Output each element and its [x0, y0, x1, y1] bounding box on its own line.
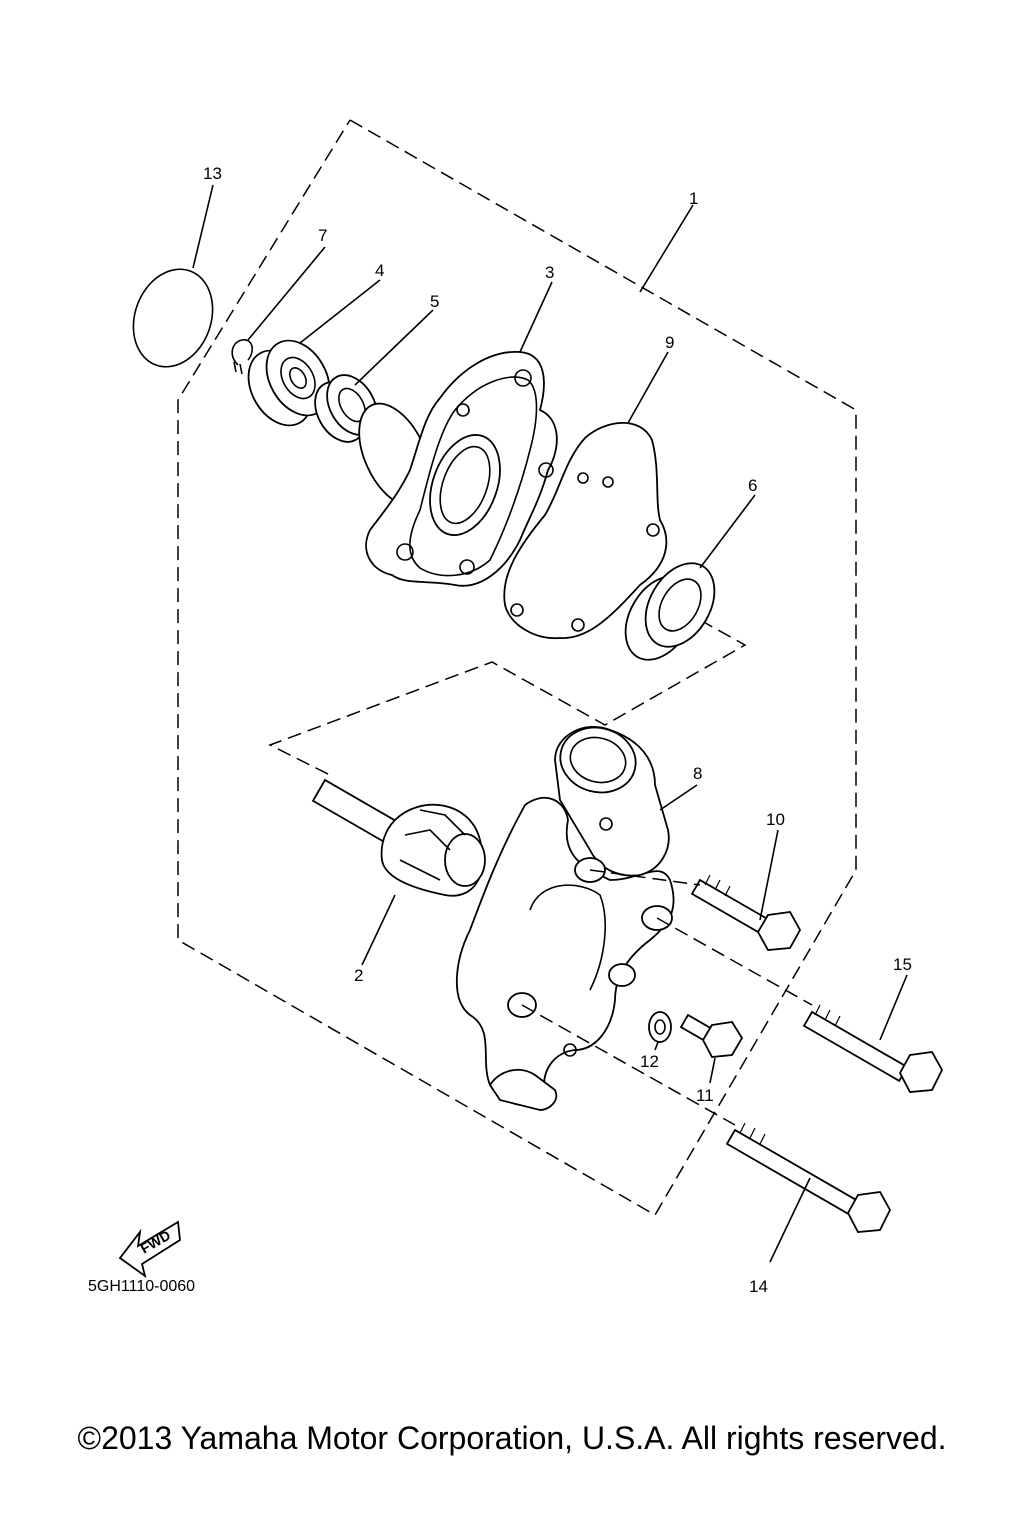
gasket-9: [503, 421, 668, 639]
copyright-notice: ©2013 Yamaha Motor Corporation, U.S.A. A…: [77, 1420, 947, 1456]
callout-2: 2: [354, 966, 364, 985]
o-ring-13: [132, 268, 214, 368]
callout-7: 7: [318, 226, 328, 245]
callout-3: 3: [545, 263, 555, 282]
callout-8: 8: [693, 764, 703, 783]
callout-4: 4: [375, 261, 385, 280]
pump-housing-8: [455, 725, 675, 1111]
guide-15: [656, 917, 813, 1006]
bolt-14: [725, 1122, 892, 1233]
callout-5: 5: [430, 292, 440, 311]
callout-14: 14: [749, 1277, 768, 1296]
callout-12: 12: [640, 1052, 659, 1071]
callout-11: 11: [696, 1086, 714, 1105]
callout-1: 1: [689, 189, 699, 208]
assembly-outline: [177, 119, 857, 1217]
callout-9: 9: [665, 333, 675, 352]
shaft-guide-line: [268, 619, 747, 776]
guide-10: [589, 869, 701, 886]
mechanical-seal-6: [624, 562, 716, 661]
bolt-10: [690, 874, 802, 951]
leader-lines: [192, 184, 908, 1263]
impeller-shaft-2: [311, 778, 486, 897]
callout-6: 6: [748, 476, 758, 495]
bolt-11: [679, 1013, 744, 1058]
bolt-15: [802, 1004, 944, 1093]
circlip-7: [231, 339, 254, 366]
callout-13: 13: [203, 164, 222, 183]
callout-10: 10: [766, 810, 785, 829]
bearing-4: [247, 339, 331, 427]
catalog-code: 5GH1110-0060: [88, 1278, 196, 1295]
washer-12: [648, 1011, 672, 1043]
fwd-arrow-icon: [118, 1220, 181, 1279]
callout-15: 15: [893, 955, 912, 974]
housing-cover-3: [358, 351, 558, 587]
